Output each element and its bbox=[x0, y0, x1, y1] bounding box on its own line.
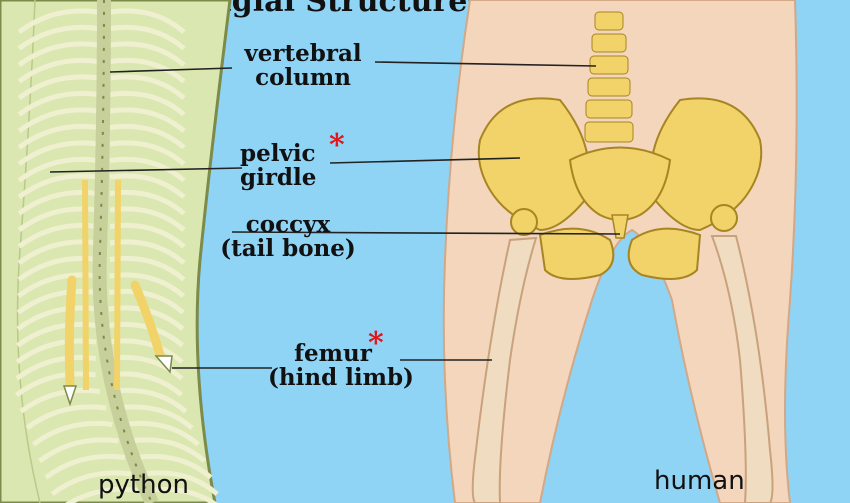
label-vertebral-line-2: column bbox=[232, 66, 374, 90]
label-pelvic-line-1: pelvic bbox=[240, 142, 330, 166]
label-coccyx: coccyx (tail bone) bbox=[214, 213, 362, 261]
pelvic-marker: * bbox=[329, 131, 345, 161]
label-coccyx-line-2: (tail bone) bbox=[214, 237, 362, 261]
label-coccyx-line-1: coccyx bbox=[214, 213, 362, 237]
label-pelvic-girdle: pelvic girdle bbox=[240, 142, 330, 190]
label-vertebral-column: vertebral column bbox=[232, 42, 374, 90]
caption-python: python bbox=[98, 470, 189, 500]
label-vertebral-line-1: vertebral bbox=[232, 42, 374, 66]
label-pelvic-line-2: girdle bbox=[240, 166, 330, 190]
femur-marker: * bbox=[368, 329, 384, 359]
label-femur-line-2: (hind limb) bbox=[268, 366, 398, 390]
caption-human: human bbox=[654, 466, 745, 496]
